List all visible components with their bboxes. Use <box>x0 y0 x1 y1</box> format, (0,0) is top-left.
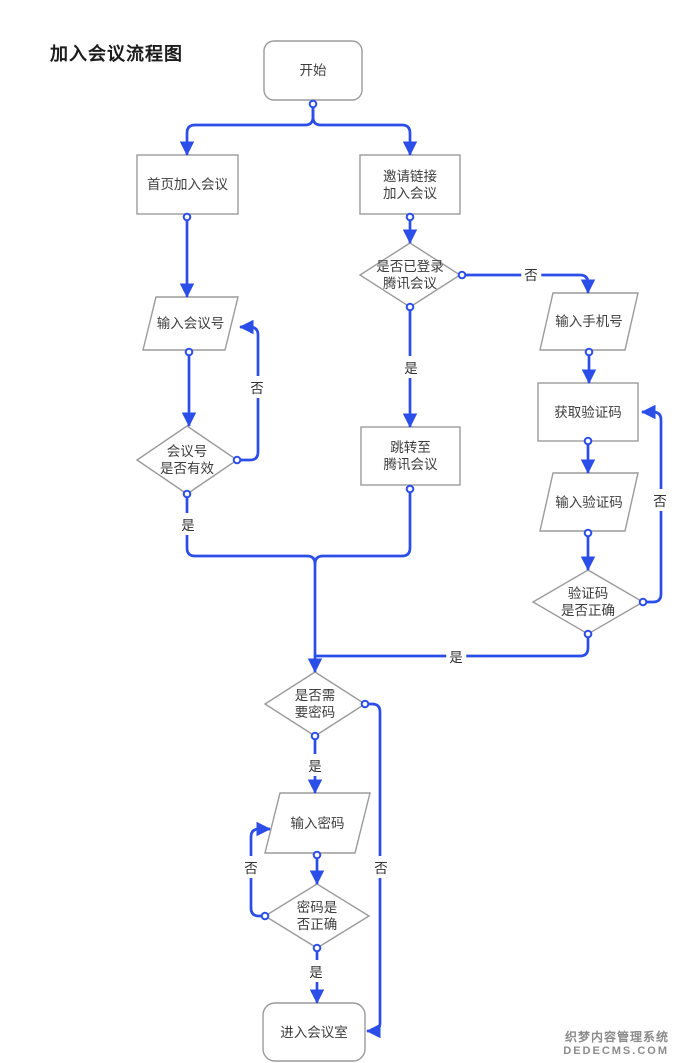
connector-dot <box>312 943 322 953</box>
watermark-line2: DEDECMS.COM <box>563 1045 669 1057</box>
node-invite-join-shape <box>359 154 461 215</box>
connector-dot <box>583 436 593 446</box>
node-enter-meeting-id-shape <box>142 296 239 351</box>
node-enter-code-shape <box>539 472 639 532</box>
node-logged-in-shape <box>358 242 462 308</box>
node-enter-room-shape <box>262 1002 366 1062</box>
connector-dot <box>405 484 415 494</box>
node-home-join-shape <box>136 154 239 215</box>
node-enter-password-shape <box>264 792 371 854</box>
connector-dot <box>260 911 270 921</box>
edge-jump-tencent-merge <box>313 489 412 565</box>
node-meeting-id-valid-shape <box>135 425 239 495</box>
edge-need-password-no-to-room <box>365 702 382 1039</box>
connector-dot <box>405 302 415 312</box>
flow-edges <box>179 104 663 1039</box>
connector-dot <box>312 850 322 860</box>
connector-dot <box>310 731 320 741</box>
watermark-line1: 织梦内容管理系统 <box>564 1030 669 1044</box>
node-jump-tencent-shape <box>360 426 461 486</box>
connector-dot <box>308 99 318 109</box>
edge-start-to-home-join <box>179 104 315 156</box>
connector-dot <box>360 699 370 709</box>
connector-dot <box>182 212 192 222</box>
node-get-code-shape <box>537 382 639 442</box>
connector-dot <box>584 347 594 357</box>
node-need-password-shape <box>263 671 367 737</box>
watermark: 织梦内容管理系统 DEDECMS.COM <box>563 1028 669 1057</box>
edge-logged-in-no-to-enter-phone <box>462 273 596 294</box>
edge-valid-yes-to-need-password <box>185 494 323 673</box>
connector-dot <box>405 212 415 222</box>
page-title: 加入会议流程图 <box>50 44 183 64</box>
connector-dots <box>182 99 648 953</box>
connector-dot <box>184 347 194 357</box>
node-start-shape <box>263 40 363 101</box>
edge-start-to-invite-join <box>311 104 418 156</box>
node-enter-phone-shape <box>539 292 639 351</box>
connector-dot <box>182 489 192 499</box>
connector-dot <box>638 597 648 607</box>
node-code-correct-shape <box>531 569 645 635</box>
connector-dot <box>232 455 242 465</box>
edge-valid-no-loop <box>237 319 260 462</box>
connector-dot <box>457 270 467 280</box>
connector-dot <box>583 528 593 538</box>
node-password-correct-shape <box>263 883 371 949</box>
node-shapes <box>135 40 645 1062</box>
edge-code-no-loop <box>641 404 663 604</box>
connector-dot <box>583 629 593 639</box>
edge-code-yes-merge <box>315 634 590 658</box>
